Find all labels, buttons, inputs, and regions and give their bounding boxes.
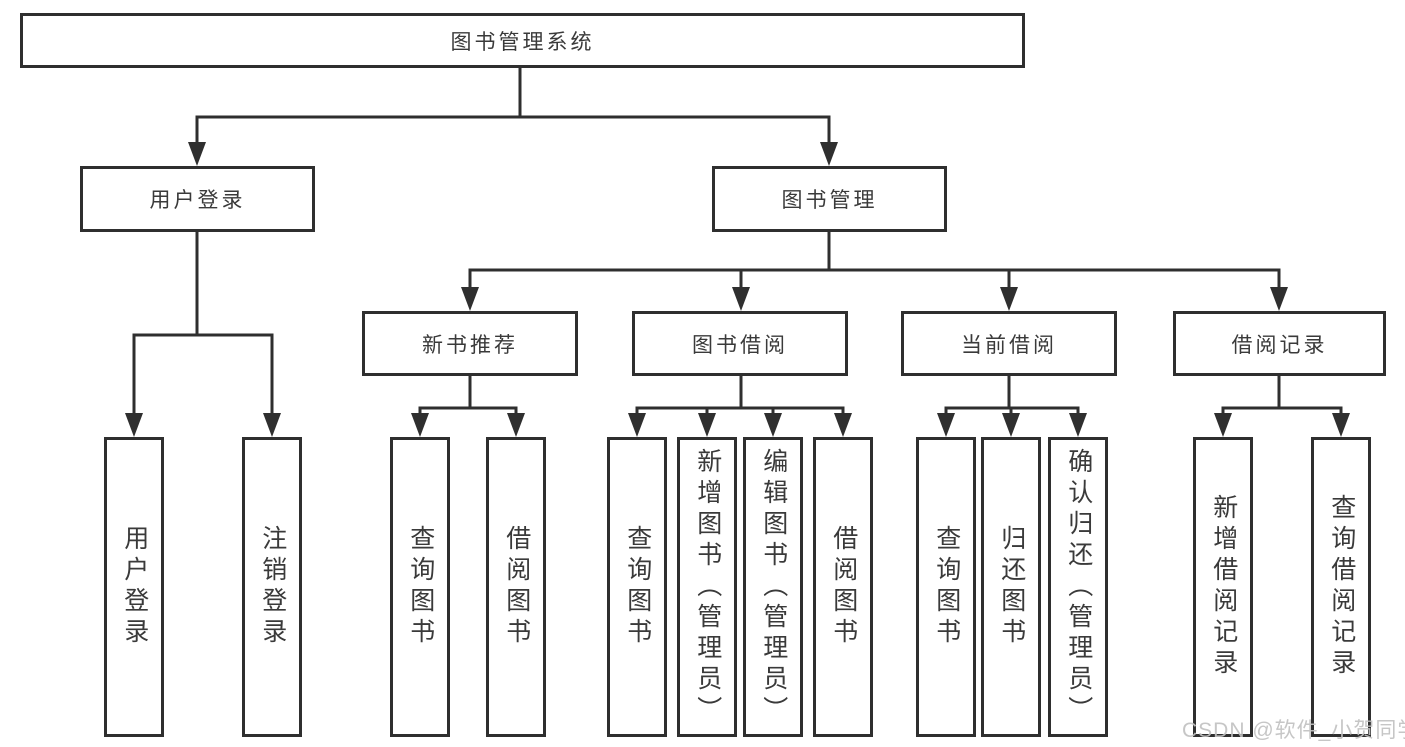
leaf-edit-book-admin: 编辑图书（管理员） — [743, 437, 803, 737]
leaf-query-books-borrow: 查询图书 — [607, 437, 667, 737]
node-book-management: 图书管理 — [712, 166, 947, 232]
leaf-query-books-recommend: 查询图书 — [390, 437, 450, 737]
node-book-borrow: 图书借阅 — [632, 311, 848, 376]
node-new-book-recommend: 新书推荐 — [362, 311, 578, 376]
node-borrow-records: 借阅记录 — [1173, 311, 1386, 376]
node-user-login: 用户登录 — [80, 166, 315, 232]
leaf-query-borrow-record: 查询借阅记录 — [1311, 437, 1371, 737]
leaf-user-login: 用户登录 — [104, 437, 164, 737]
leaf-return-book: 归还图书 — [981, 437, 1041, 737]
leaf-confirm-return-admin: 确认归还（管理员） — [1048, 437, 1108, 737]
root-node-system: 图书管理系统 — [20, 13, 1025, 68]
csdn-watermark: CSDN @软件_小贺同学 — [1182, 719, 1405, 742]
leaf-query-books-current: 查询图书 — [916, 437, 976, 737]
leaf-logout: 注销登录 — [242, 437, 302, 737]
leaf-add-book-admin: 新增图书（管理员） — [677, 437, 737, 737]
leaf-borrow-books: 借阅图书 — [813, 437, 873, 737]
leaf-add-borrow-record: 新增借阅记录 — [1193, 437, 1253, 737]
leaf-borrow-books-recommend: 借阅图书 — [486, 437, 546, 737]
node-current-borrow: 当前借阅 — [901, 311, 1117, 376]
